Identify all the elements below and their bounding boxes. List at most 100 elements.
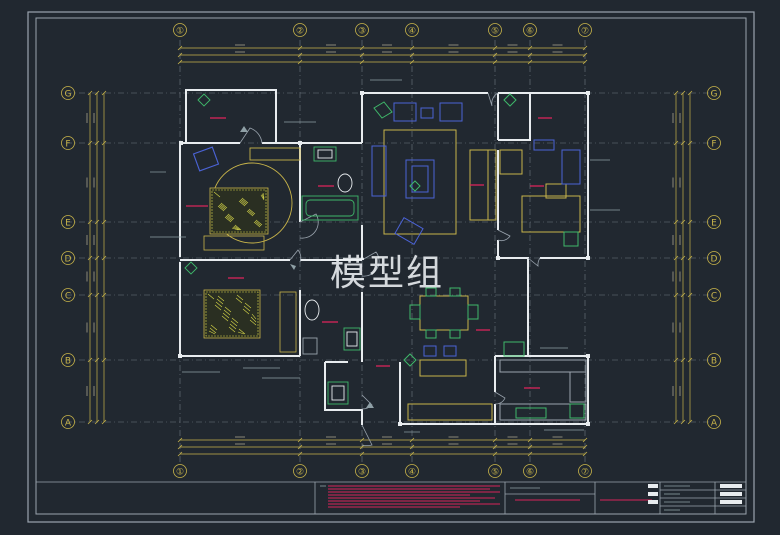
bed-hatch-stroke	[229, 323, 237, 330]
dimension-tick	[687, 419, 693, 425]
svg-text:E: E	[65, 219, 71, 229]
bed-hatch-stroke	[219, 203, 227, 210]
dimension-tick	[101, 255, 107, 261]
dimension-tick	[94, 357, 100, 363]
bed-hatch-stroke	[243, 305, 251, 312]
title-block-scribble	[320, 484, 742, 511]
axis-bubble-bottom-7: ⑦	[578, 464, 592, 478]
dimension-tick	[359, 59, 365, 65]
dimension-tick	[582, 45, 588, 51]
second-bed	[184, 261, 297, 353]
axis-bubble-left-B: B	[61, 353, 75, 367]
dimension-tick	[87, 419, 93, 425]
svg-text:E: E	[711, 219, 717, 229]
dimension-tick	[409, 451, 415, 457]
svg-text:G: G	[65, 90, 72, 100]
dimension-tick	[297, 444, 303, 450]
svg-text:B: B	[65, 357, 71, 367]
dimension-tick	[673, 292, 679, 298]
axis-bubble-right-C: C	[707, 288, 721, 302]
svg-text:G: G	[711, 90, 718, 100]
bed-hatch-stroke	[215, 301, 223, 308]
bed-hatch-stroke	[216, 298, 224, 305]
bed-hatch-stroke	[251, 313, 257, 320]
axis-bubble-right-A: A	[707, 415, 721, 429]
dimension-tick	[409, 45, 415, 51]
bed-hatch-stroke	[228, 326, 236, 333]
bed-hatch-stroke	[244, 302, 252, 309]
sheet-outer-border	[27, 11, 755, 523]
door-swings	[239, 92, 541, 447]
dimension-tick	[527, 444, 533, 450]
bed-hatch-stroke	[232, 226, 240, 231]
dimension-tick	[409, 52, 415, 58]
dimension-tick	[359, 52, 365, 58]
dimension-tick	[297, 45, 303, 51]
dimension-tick	[582, 59, 588, 65]
dimension-tick	[359, 45, 365, 51]
dimension-tick	[94, 90, 100, 96]
bed-hatch-stroke	[210, 324, 218, 331]
dimension-tick	[527, 437, 533, 443]
dimension-tick	[680, 357, 686, 363]
svg-text:⑥: ⑥	[526, 468, 534, 478]
bed-hatch-stroke	[231, 317, 239, 324]
dimension-tick	[359, 437, 365, 443]
svg-text:⑤: ⑤	[491, 468, 499, 478]
dimension-tick	[680, 90, 686, 96]
dimension-tick	[101, 219, 107, 225]
dimension-tick	[94, 140, 100, 146]
axis-bubble-top-1: ①	[173, 23, 187, 37]
axis-bubble-top-4: ④	[405, 23, 419, 37]
axis-bubble-bottom-4: ④	[405, 464, 419, 478]
axis-bubble-left-D: D	[61, 251, 75, 265]
dimension-tick	[101, 419, 107, 425]
axis-bubble-left-C: C	[61, 288, 75, 302]
bed-hatch-stroke	[233, 225, 241, 231]
dimension-tick	[527, 59, 533, 65]
dimension-tick	[687, 255, 693, 261]
dimension-tick	[297, 437, 303, 443]
title-block	[36, 481, 746, 514]
dimension-tick	[673, 255, 679, 261]
bed-hatch-stroke	[226, 214, 234, 221]
master-bed	[192, 146, 293, 251]
axis-bubble-top-3: ③	[355, 23, 369, 37]
bed-hatch-stroke	[225, 215, 233, 222]
bathroom-fixtures	[197, 93, 359, 221]
dimension-tick	[94, 219, 100, 225]
bed-hatch-stroke	[261, 193, 265, 200]
dimension-tick	[101, 90, 107, 96]
dimension-tick	[527, 52, 533, 58]
bed-hatch-stroke	[213, 191, 221, 198]
dimension-tick	[87, 255, 93, 261]
dimension-ticks	[87, 45, 693, 457]
dimension-tick	[101, 357, 107, 363]
dimension-tick	[673, 219, 679, 225]
living-room-furniture	[371, 101, 497, 245]
dimension-tick	[687, 140, 693, 146]
bed-hatch-stroke	[220, 202, 228, 209]
axis-bubble-left-A: A	[61, 415, 75, 429]
dimension-tick	[680, 255, 686, 261]
dimension-tick	[673, 140, 679, 146]
dimension-tick	[177, 437, 183, 443]
axis-bubble-right-E: E	[707, 215, 721, 229]
svg-text:②: ②	[296, 27, 304, 37]
dimension-tick	[687, 357, 693, 363]
bed-hatch-stroke	[250, 316, 257, 323]
svg-text:⑤: ⑤	[491, 27, 499, 37]
right-bedroom-furniture	[499, 93, 581, 247]
svg-text:F: F	[711, 140, 716, 150]
axis-bubble-right-G: G	[707, 86, 721, 100]
bed-hatch-stroke	[217, 205, 225, 212]
dimension-tick	[680, 219, 686, 225]
axis-bubble-right-F: F	[707, 136, 721, 150]
bed-hatch-stroke	[234, 224, 242, 231]
bed-hatch-stroke	[248, 208, 256, 215]
second-bathroom-fixtures	[302, 299, 361, 405]
title-block-notes	[328, 485, 652, 508]
axis-bubble-top-6: ⑥	[523, 23, 537, 37]
axis-bubble-top-2: ②	[293, 23, 307, 37]
axis-bubble-top-5: ⑤	[488, 23, 502, 37]
